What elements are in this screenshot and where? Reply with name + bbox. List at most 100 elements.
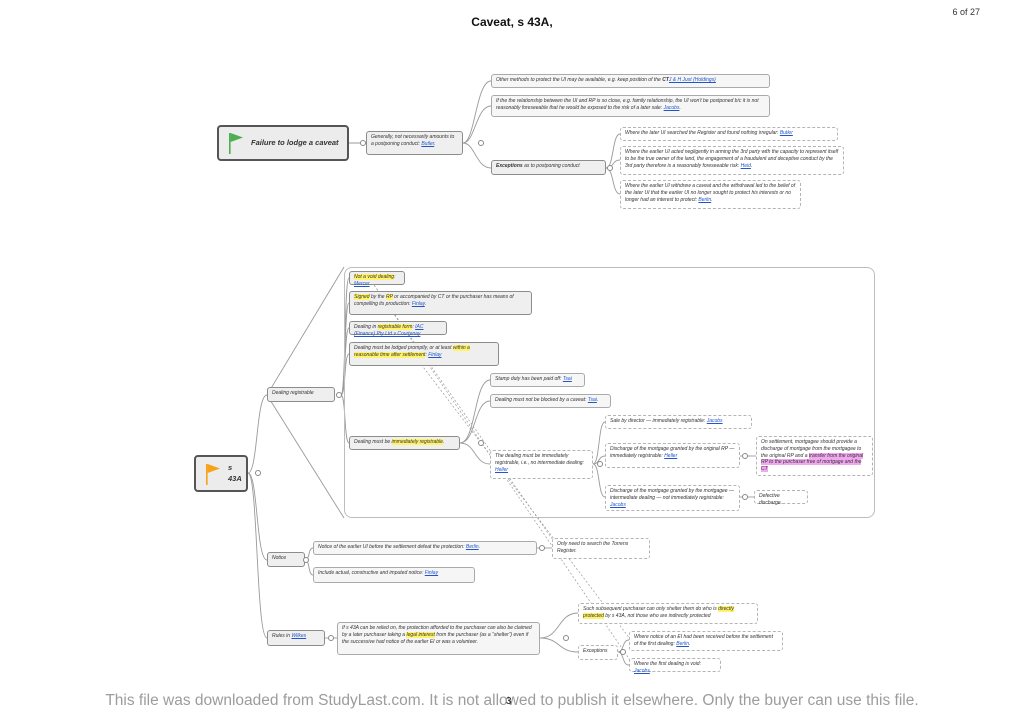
collapse-toggle[interactable] — [478, 140, 484, 146]
only-search-node[interactable]: Only need to search the Torrens Register… — [552, 538, 650, 559]
discharge-mortgagee-node[interactable]: Discharge of the mortgage granted by the… — [605, 485, 740, 511]
exc-void-text: Where the first dealing is void: — [634, 661, 701, 667]
collapse-toggle[interactable] — [607, 165, 613, 171]
heller-link[interactable]: Heller — [495, 466, 509, 473]
footer-page-number: 3 — [506, 696, 512, 707]
signed-node[interactable]: Signed by the RP or accompanied by CT or… — [349, 291, 532, 315]
form-text: Dealing in — [354, 324, 378, 330]
collapse-toggle[interactable] — [303, 557, 309, 563]
berlin-link-3[interactable]: Berlin — [676, 640, 690, 647]
dealing-registrable-group-frame — [344, 267, 875, 518]
ct-text: CT — [662, 77, 669, 83]
collapse-toggle[interactable] — [255, 470, 261, 476]
dealing-registrable-label: Dealing registrable — [272, 390, 314, 396]
butler-link[interactable]: Butler — [421, 140, 435, 147]
discharge-rp-node[interactable]: Discharge of the mortgage granted by the… — [605, 443, 740, 468]
signed-highlight: Signed — [354, 294, 370, 300]
collapse-toggle[interactable] — [742, 494, 748, 500]
notice-defeat-text: Notice of the earlier UI before the sett… — [318, 544, 466, 550]
not-blocked-node[interactable]: Dealing must not be blocked by a caveat:… — [490, 394, 611, 408]
sale-by-director-node[interactable]: Sale by director — immediately registrab… — [605, 415, 752, 429]
shelter-node[interactable]: Such subsequent purchaser can only shelt… — [578, 603, 758, 624]
immediately-registrable-node[interactable]: Dealing must be immediately registrable. — [349, 436, 460, 450]
rules-exceptions-node[interactable]: Exceptions — [578, 645, 618, 660]
berlin-link-2[interactable]: Berlin — [465, 544, 479, 550]
generally-text: Generally, not necessarily amounts to a … — [371, 134, 455, 147]
tsai-link-2[interactable]: Tsai — [587, 397, 597, 403]
heid-link[interactable]: Heid — [740, 162, 751, 169]
relationship-node[interactable]: If the the relationship between the UI a… — [491, 95, 770, 117]
not-void-node[interactable]: Not a void dealing: Mercer — [349, 271, 405, 287]
s43a-root-label: s 43A — [228, 463, 242, 483]
finlay-link-3[interactable]: Finlay — [424, 570, 439, 576]
exceptions-bold: Exceptions — [496, 163, 523, 169]
generally-node[interactable]: Generally, not necessarily amounts to a … — [366, 131, 463, 155]
settlement-node[interactable]: On settlement, mortgagee should provide … — [756, 436, 873, 476]
jacobs-link-4[interactable]: Jacobs — [634, 667, 650, 674]
exc-notice-end: . — [689, 640, 691, 647]
failure-root-node[interactable]: Failure to lodge a caveat — [217, 125, 349, 161]
page-number: 6 of 27 — [952, 7, 980, 17]
other-methods-text: Other methods to protect the UI may be a… — [496, 77, 663, 83]
collapse-toggle[interactable] — [742, 453, 748, 459]
notice-node[interactable]: Notice — [267, 552, 305, 567]
collapse-toggle[interactable] — [539, 545, 545, 551]
stamp-text: Stamp duty has been paid off: — [495, 376, 563, 382]
finlay-link-2[interactable]: Finlay — [428, 351, 442, 358]
jacobs-link[interactable]: Jacobs — [663, 104, 680, 111]
collapse-toggle[interactable] — [360, 140, 366, 146]
notice-types-node[interactable]: Include actual, constructive and imputed… — [313, 567, 475, 583]
generally-end: . — [434, 140, 436, 147]
promptly-node[interactable]: Dealing must be lodged promptly, or at l… — [349, 342, 499, 366]
exc-searched-node[interactable]: Where the later UI searched the Register… — [620, 127, 838, 141]
collapse-toggle[interactable] — [336, 392, 342, 398]
green-flag-icon — [229, 133, 243, 154]
immediately-text: Dealing must be — [354, 439, 392, 445]
stamp-duty-node[interactable]: Stamp duty has been paid off: Tsai — [490, 373, 585, 387]
collapse-toggle[interactable] — [328, 635, 334, 641]
jh-just-link[interactable]: J & H Just (Holdings) — [668, 77, 716, 83]
wilkes-link[interactable]: Wilkes — [291, 633, 307, 639]
collapse-toggle[interactable] — [478, 440, 484, 446]
registrable-form-node[interactable]: Dealing in registrable form: IAC (Financ… — [349, 321, 447, 337]
only-search-text: Only need to search the Torrens Register… — [557, 541, 629, 554]
finlay-link[interactable]: Finlay — [411, 300, 425, 307]
dealing-registrable-node[interactable]: Dealing registrable — [267, 387, 335, 402]
orange-flag-icon — [206, 463, 220, 485]
rules-exceptions-label: Exceptions — [583, 648, 608, 654]
exc-notice-text: Where notice of an EI had been received … — [634, 634, 773, 647]
exc-armed-text: Where the earlier UI acted negligently i… — [625, 149, 839, 169]
legal-interest-highlight: legal interest — [406, 631, 435, 638]
exceptions-text: as to postponing conduct — [522, 163, 580, 169]
butler-link-2[interactable]: Butler — [779, 130, 793, 136]
defective-discharge-node[interactable]: Defective discharge. — [754, 490, 808, 506]
rules-wilkes-node[interactable]: Rules in Wilkes — [267, 630, 325, 646]
exceptions-node[interactable]: Exceptions as to postponing conduct — [491, 160, 606, 175]
exc-void-node[interactable]: Where the first dealing is void: Jacobs. — [629, 658, 721, 674]
discharge-mtg-text: Discharge of the mortgage granted by the… — [610, 488, 734, 501]
immediate-definition-node[interactable]: The dealing must be immediately registra… — [490, 450, 593, 479]
exc-withdrew-node[interactable]: Where the earlier UI withdrew a caveat a… — [620, 180, 801, 209]
notice-defeat-node[interactable]: Notice of the earlier UI before the sett… — [313, 541, 537, 555]
promptly-text: Dealing must be lodged promptly, or at l… — [354, 345, 453, 351]
collapse-toggle[interactable] — [597, 461, 603, 467]
rules-body-text: If s 43A can be relied on, the protectio… — [342, 625, 532, 638]
not-blocked-end: . — [596, 397, 599, 403]
rp-highlight: RP — [385, 294, 393, 300]
jacobs-link-2[interactable]: Jacobs — [706, 418, 723, 424]
heller-link-2[interactable]: Heller — [664, 452, 678, 459]
jacobs-link-3[interactable]: Jacobs — [610, 501, 626, 508]
exc-armed-node[interactable]: Where the earlier UI acted negligently i… — [620, 146, 844, 175]
s43a-root-node[interactable]: s 43A — [194, 455, 248, 492]
collapse-toggle[interactable] — [620, 649, 626, 655]
promptly-sep: : — [425, 351, 429, 358]
collapse-toggle[interactable] — [563, 635, 569, 641]
iac-link[interactable]: IAC (Finance) Pty Ltd v Courtenay — [354, 324, 424, 337]
mercer-link[interactable]: Mercer — [354, 280, 370, 287]
settlement-text: On settlement, mortgagee should provide … — [761, 439, 862, 459]
exc-notice-node[interactable]: Where notice of an EI had been received … — [629, 631, 783, 651]
rules-body-node[interactable]: If s 43A can be relied on, the protectio… — [337, 622, 540, 655]
berlin-link[interactable]: Berlin — [698, 196, 712, 203]
other-methods-node[interactable]: Other methods to protect the UI may be a… — [491, 74, 770, 88]
tsai-link[interactable]: Tsai — [562, 376, 572, 382]
